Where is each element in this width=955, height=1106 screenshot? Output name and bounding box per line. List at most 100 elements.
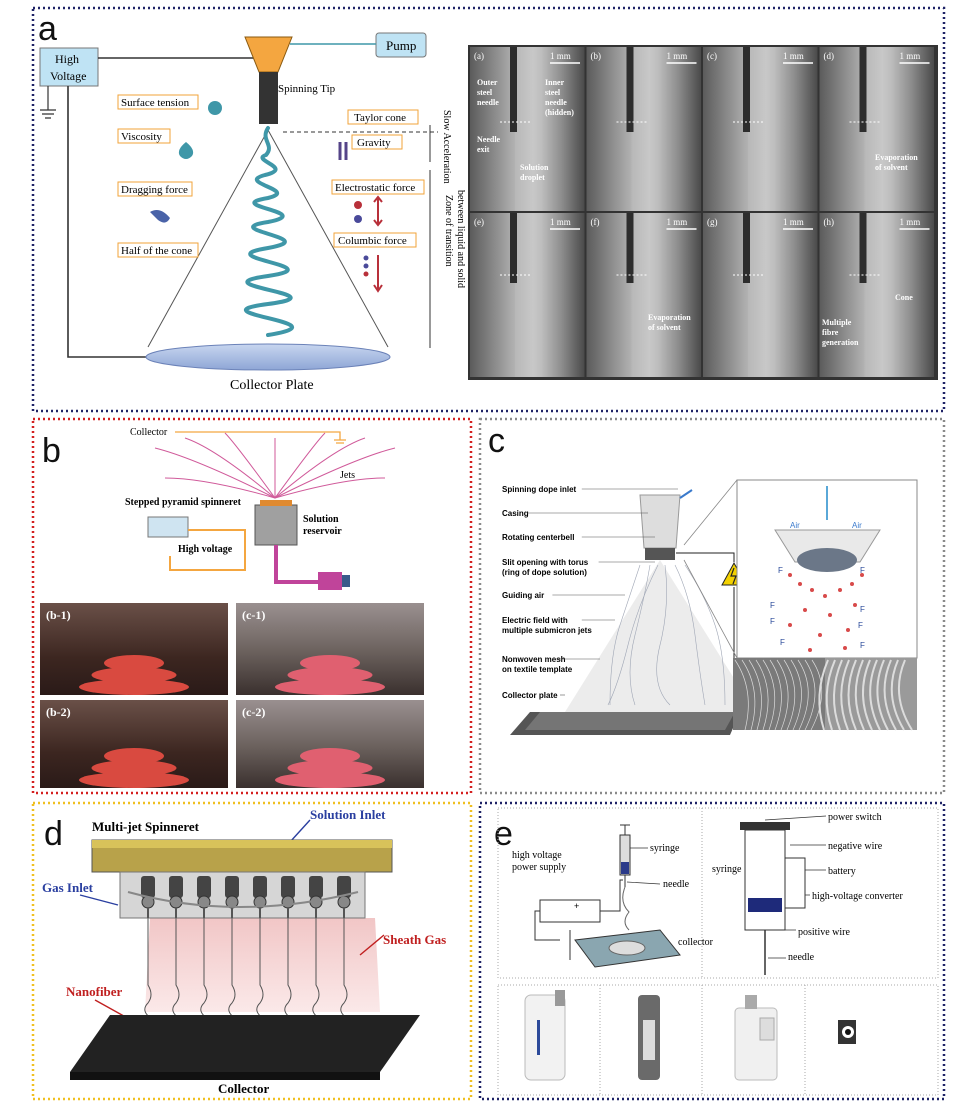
photo-annotation: needle [477, 98, 499, 107]
panel-b: b Collector Jets Stepped pyramid spinner… [31, 417, 473, 795]
needle [510, 47, 517, 132]
casing [639, 494, 681, 549]
e-collector-label: collector [678, 937, 714, 948]
dope-droplet [810, 588, 814, 592]
needle [859, 213, 867, 283]
e-syringe-right-label: syringe [712, 864, 742, 875]
e-device-photo-1 [524, 994, 566, 1081]
collector-plate [145, 343, 391, 371]
panel-b-border [31, 417, 473, 795]
panel-c-border [478, 417, 946, 795]
needle [743, 213, 750, 283]
panel-a: a High Voltage Pump Spinning Tip Collect… [31, 6, 946, 413]
b-spinneret-body [254, 504, 298, 546]
force-label: F [860, 641, 865, 650]
panel-e-border [478, 801, 946, 1101]
panel-c-letter: c [488, 422, 505, 460]
photo-annotation: exit [477, 145, 490, 154]
hv-wire-bottom [67, 86, 150, 358]
panel-d: d Multi-jet Spinneret Solution Inlet Gas… [31, 801, 473, 1101]
b-photo-label: (b-2) [46, 705, 71, 719]
collector-plate-label: Collector Plate [230, 378, 314, 393]
photo-annotation: Solution [520, 163, 549, 172]
d-collector-label: Collector [218, 1081, 269, 1096]
c-label: on textile template [502, 665, 573, 674]
nanofiber-jet [284, 918, 293, 1020]
e-needle-label: needle [663, 879, 690, 890]
photo-annotation: steel [477, 88, 493, 97]
b-pump [318, 572, 342, 590]
nozzle [281, 876, 295, 898]
b-photo-label: (b-1) [46, 608, 71, 622]
b-jets-label: Jets [340, 470, 355, 481]
e-hv-label-1: high voltage [512, 850, 562, 861]
force-label: F [860, 605, 865, 614]
b-photo: (b-1) [40, 603, 228, 695]
photo-label: (c) [707, 51, 717, 61]
photo-label: (e) [474, 217, 484, 227]
panel-b-letter: b [42, 432, 61, 470]
d-collector [70, 1015, 420, 1072]
viscosity-label: Viscosity [121, 131, 162, 143]
nozzle [225, 876, 239, 898]
d-spinneret-body [119, 871, 366, 919]
dope-droplet [803, 608, 807, 612]
needle [859, 47, 867, 132]
c-label: Casing [502, 509, 529, 518]
photo-annotation: fibre [822, 328, 839, 337]
slow-acceleration-label: Slow Acceleration [441, 110, 452, 184]
d-solution-inlet-label: Solution Inlet [310, 807, 386, 822]
nanofiber-jet [256, 918, 265, 1020]
high-voltage-label-2: Voltage [50, 69, 86, 83]
scale-label: 1 mm [783, 217, 804, 227]
pump-box [375, 32, 427, 58]
photo-label: (d) [824, 51, 835, 61]
photo-annotation: droplet [520, 173, 545, 182]
columbic-force-label: Columbic force [338, 235, 407, 247]
c-label: (ring of dope solution) [502, 568, 587, 577]
b-photo: (b-2) [40, 700, 228, 788]
panel-e-letter: e [494, 815, 513, 853]
photo-label: (g) [707, 217, 718, 227]
gravity-icon [338, 142, 348, 160]
submicron-jets [607, 564, 726, 706]
photo-label: (b) [591, 51, 602, 61]
panel-d-border [31, 801, 473, 1101]
spinning-funnel [244, 36, 293, 73]
dope-droplet [853, 603, 857, 607]
photo-label: (h) [824, 217, 835, 227]
nanofiber-jet [144, 918, 153, 1020]
photo-annotation: (hidden) [545, 108, 574, 117]
dope-droplet [846, 628, 850, 632]
force-label: F [778, 566, 783, 575]
dope-droplet [838, 588, 842, 592]
scale-label: 1 mm [550, 51, 571, 61]
scale-label: 1 mm [667, 217, 688, 227]
taylor-cone-label: Taylor cone [354, 112, 406, 124]
photo-cell: (g) 1 mm [703, 213, 818, 377]
dragging-force-label: Dragging force [121, 184, 188, 196]
e-negative-wire-label: negative wire [828, 841, 883, 852]
zone-transition-label-2: between liquid and solid [455, 190, 466, 288]
photo-cell: (f)1 mm [586, 213, 701, 377]
needle [510, 213, 517, 283]
b-photo-label: (c-2) [242, 705, 265, 719]
b-hv-box [147, 516, 189, 538]
dope-droplet [860, 573, 864, 577]
pump-label: Pump [386, 38, 416, 53]
photo-annotation: generation [822, 338, 859, 347]
ground-symbol [40, 86, 56, 119]
dope-droplet [850, 582, 854, 586]
d-multi-jet-label: Multi-jet Spinneret [92, 819, 200, 834]
photo-annotation: Multiple [822, 318, 852, 327]
columbic-icon [373, 255, 383, 293]
nozzle [337, 876, 351, 898]
force-label: F [780, 638, 785, 647]
c-label: Slit opening with torus [502, 558, 589, 567]
b-photo-label: (c-1) [242, 608, 265, 622]
photo-annotation: Needle [477, 135, 501, 144]
photo-cell: (a)1 mm [470, 47, 585, 211]
high-voltage-box [39, 47, 99, 87]
b-photo: (c-2) [236, 700, 424, 788]
